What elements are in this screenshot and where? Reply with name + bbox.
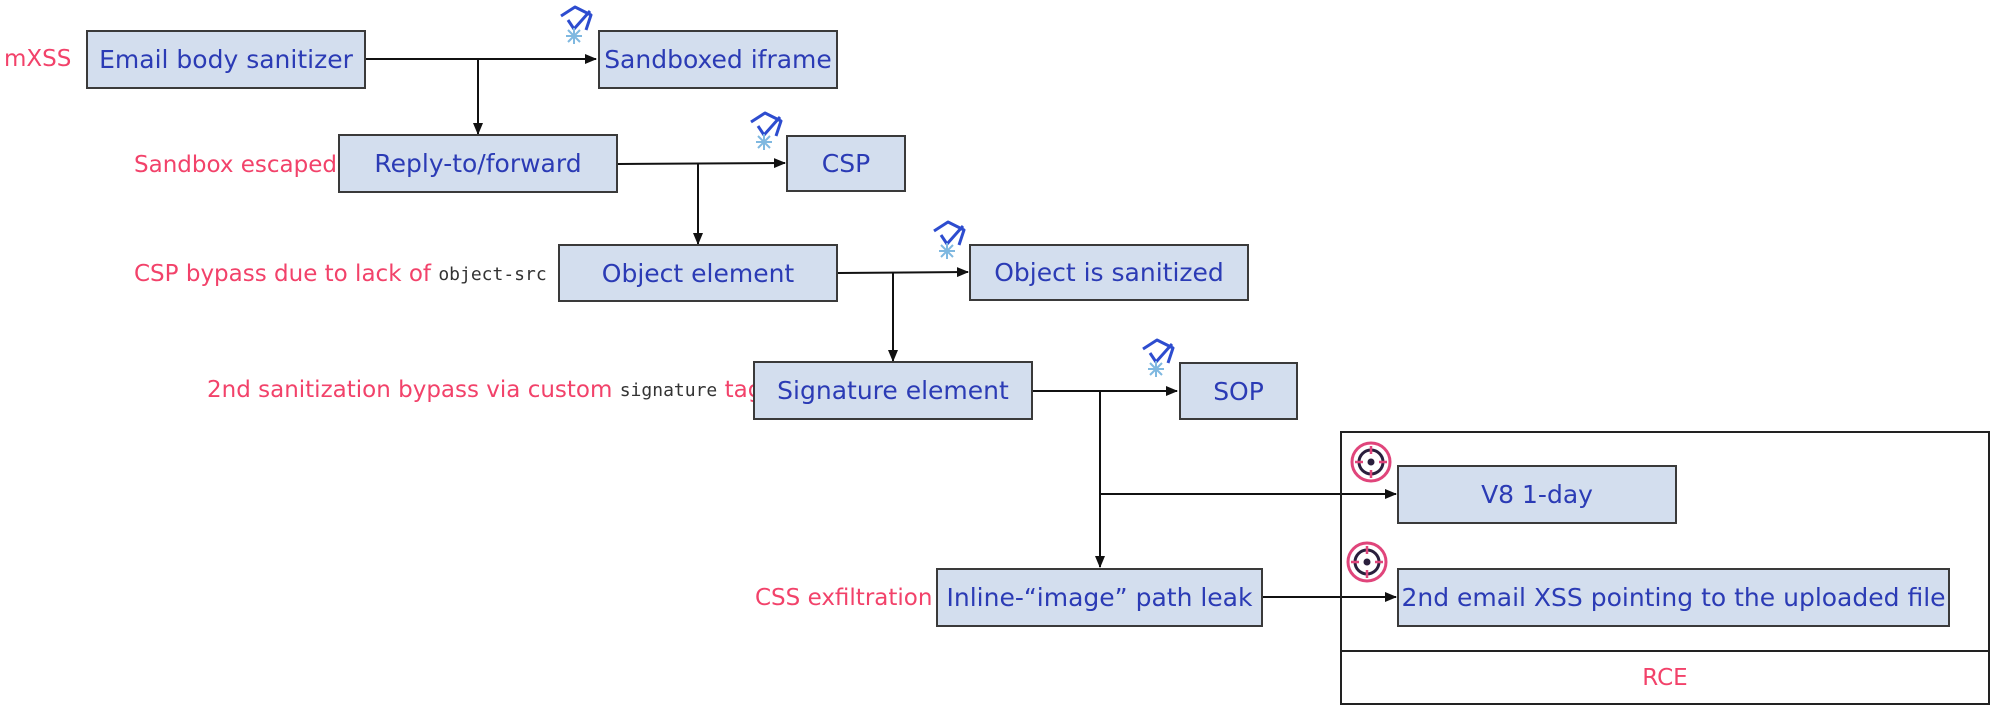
shield-snowflake-icon <box>933 220 966 259</box>
node-csp: CSP <box>786 135 906 192</box>
target-icon <box>1350 441 1392 483</box>
arrow-object-to-sanitized <box>837 267 969 278</box>
target-icon <box>1346 541 1388 583</box>
label-css-exfiltration: CSS exfiltration <box>755 583 932 613</box>
node-signature-element: Signature element <box>753 361 1033 420</box>
code-object-src: object-src <box>438 263 547 285</box>
rce-label: RCE <box>1340 652 1990 704</box>
shield-snowflake-icon <box>560 5 593 44</box>
shield-snowflake-icon <box>1142 338 1175 377</box>
node-second-email-xss: 2nd email XSS pointing to the uploaded f… <box>1397 568 1950 627</box>
arrow-reply-to-csp <box>617 158 786 169</box>
label-sandbox-escaped: Sandbox escaped <box>134 150 337 180</box>
label-sandbox-escaped-text: Sandbox escaped <box>134 152 337 178</box>
node-v8-1day: V8 1-day <box>1397 465 1677 524</box>
node-sandboxed-iframe: Sandboxed iframe <box>598 30 838 89</box>
rce-label-text: RCE <box>1642 665 1688 691</box>
shield-snowflake-icon <box>750 111 783 150</box>
rce-label-cell <box>1340 650 1990 705</box>
node-reply-forward: Reply-to/forward <box>338 134 618 193</box>
node-email-body-sanitizer: Email body sanitizer <box>86 30 366 89</box>
label-csp-bypass: CSP bypass due to lack of object-src <box>134 259 547 289</box>
label-css-exfiltration-text: CSS exfiltration <box>755 585 933 611</box>
code-signature: signature <box>619 379 718 401</box>
label-csp-bypass-text: CSP bypass due to lack of <box>134 261 439 287</box>
label-sanitization-prefix: 2nd sanitization bypass via custom <box>207 377 620 403</box>
node-object-element: Object element <box>558 244 838 302</box>
node-object-sanitized: Object is sanitized <box>969 244 1249 301</box>
label-mxss: mXSS <box>4 44 71 74</box>
label-sanitization-bypass: 2nd sanitization bypass via custom signa… <box>207 375 762 405</box>
node-sop: SOP <box>1179 362 1298 420</box>
node-inline-image-path-leak: Inline-“image” path leak <box>936 568 1263 627</box>
label-mxss-text: mXSS <box>4 46 72 72</box>
